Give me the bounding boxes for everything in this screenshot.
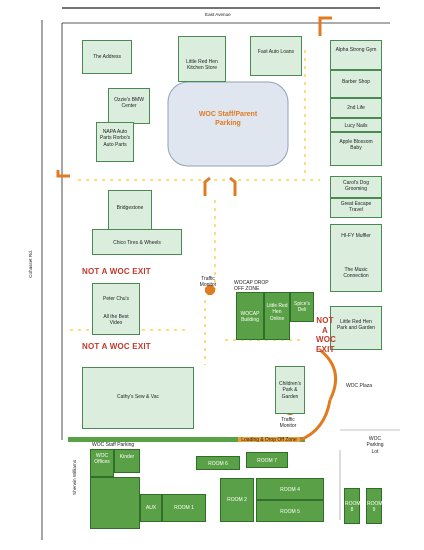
traffic-monitor-2: Traffic Monitor xyxy=(279,417,297,430)
carols-grooming: Carol's Dog Grooming xyxy=(330,176,382,198)
woc-parking: WOC Staff/Parent Parking xyxy=(198,111,258,128)
napa-auto: NAPA Auto Parts Rorbo's Auto Parts xyxy=(96,122,134,162)
room-8: ROOM 8 xyxy=(344,488,361,524)
loading-zone-label: Loading & Drop Off Zone xyxy=(241,437,297,443)
woc-offices: WOC Offices xyxy=(90,449,114,477)
wocap-building: WOCAP Building xyxy=(236,292,264,340)
room-5: ROOM 5 xyxy=(256,500,324,522)
room-4: ROOM 4 xyxy=(256,478,324,500)
cohasset-road-label: Cohasset Rd. xyxy=(28,250,33,278)
second-life: 2nd Life xyxy=(330,98,382,118)
woc-plaza-label: WOC Plaza xyxy=(345,383,373,389)
dropoff-label: WOCAP DROP OFF ZONE xyxy=(234,280,269,293)
east-avenue-label: East Avenue xyxy=(205,12,231,17)
kinder: Kinder xyxy=(114,449,140,473)
bridgestone: Bridgestone xyxy=(108,190,152,230)
room-9: ROOM 9 xyxy=(366,488,383,524)
spices-deli: Spice's Deli xyxy=(290,292,314,322)
address-building: The Address xyxy=(82,40,132,74)
hify-muffler: HI-FY Muffler The Music Connection xyxy=(330,224,382,292)
great-escape: Great Escape Travel xyxy=(330,198,382,218)
lrh-park: Little Red Hen Park and Garden xyxy=(330,306,382,350)
aux: AUX xyxy=(140,494,162,522)
not-exit-3: NOT A WOC EXIT xyxy=(316,316,337,354)
fast-auto-building: Fast Auto Loans xyxy=(250,36,302,76)
alpha-gym: Alpha Strong Gym xyxy=(330,40,382,70)
not-exit-2: NOT A WOC EXIT xyxy=(82,342,151,351)
not-exit-1: NOT A WOC EXIT xyxy=(82,267,151,276)
traffic-monitor-1: Traffic Monitor xyxy=(199,276,217,289)
sherwin-williams-label: Sherwin Williams xyxy=(72,460,77,495)
chico-tires: Chico Tires & Wheels xyxy=(92,229,182,255)
cathys-sew: Cathy's Sew & Vac xyxy=(82,367,194,429)
staff-parking-label: WOC Staff Parking xyxy=(92,442,135,448)
peter-chus: Peter Chu's All the Best Video xyxy=(92,283,140,335)
room-1: ROOM 1 xyxy=(162,494,206,522)
room-2: ROOM 2 xyxy=(220,478,254,522)
campus-block xyxy=(90,477,140,529)
ozzies-bmw: Ozzie's BMW Center xyxy=(108,88,150,124)
apple-blossom: Apple Blossom Baby xyxy=(330,132,382,166)
kitchen-store-building: Little Red Hen Kitchen Store xyxy=(178,36,226,82)
lucy-nails: Lucy Nails xyxy=(330,118,382,132)
barber-shop: Barber Shop xyxy=(330,70,382,98)
room-7: ROOM 7 xyxy=(246,452,288,468)
woc-lot-label: WOC Parking Lot xyxy=(366,436,384,455)
room-6: ROOM 6 xyxy=(196,456,240,470)
lrh-online: Little Red Hen Online xyxy=(264,292,290,340)
childrens-park: Children's Park & Garden xyxy=(275,366,305,414)
